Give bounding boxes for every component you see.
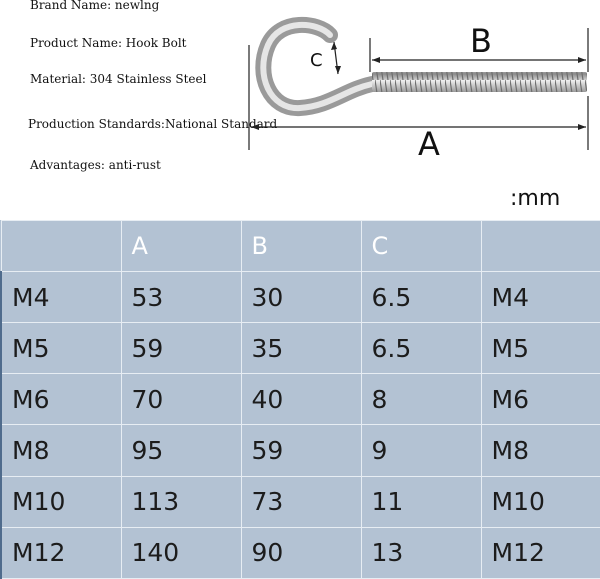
table-cell: M8 (480, 424, 600, 477)
table-cell: 59 (240, 424, 362, 477)
table-cell: 90 (240, 526, 362, 579)
table-row: M8 95 59 9 M8 (0, 424, 600, 477)
spec-product: Product Name: Hook Bolt (30, 36, 187, 50)
header-cell: A (120, 220, 242, 272)
table-row: M4 53 30 6.5 M4 (0, 270, 600, 324)
table-cell: 8 (360, 373, 482, 426)
dimension-c-label: C (310, 50, 323, 71)
dimension-a-label: A (418, 125, 440, 163)
header-cell (0, 220, 122, 272)
table-cell: 35 (240, 322, 362, 375)
header-cell: C (360, 220, 482, 272)
dimension-b-label: B (470, 22, 492, 60)
spec-brand: Brand Name: newlng (30, 0, 160, 12)
spec-advantages: Advantages: anti-rust (30, 158, 161, 172)
table-cell: M6 (480, 373, 600, 426)
table-row: M5 59 35 6.5 M5 (0, 322, 600, 375)
hook-bolt-diagram (248, 17, 589, 150)
table-row: M6 70 40 8 M6 (0, 373, 600, 426)
table-cell: M4 (0, 270, 122, 324)
spec-standard: Production Standards:National Standard (28, 117, 278, 131)
table-cell: M5 (480, 322, 600, 375)
table-cell: M12 (0, 526, 122, 579)
table-cell: M10 (480, 475, 600, 528)
table-header-row: A B C (0, 220, 600, 272)
table-cell: 40 (240, 373, 362, 426)
table-cell: 11 (360, 475, 482, 528)
table-cell: 30 (240, 270, 362, 324)
table-cell: 140 (120, 526, 242, 579)
spec-material: Material: 304 Stainless Steel (30, 72, 207, 86)
table-cell: 73 (240, 475, 362, 528)
table-cell: M6 (0, 373, 122, 426)
table-cell: 70 (120, 373, 242, 426)
unit-label: :mm (510, 186, 561, 211)
table-cell: M10 (0, 475, 122, 528)
table-cell: 6.5 (360, 322, 482, 375)
table-cell: 9 (360, 424, 482, 477)
table-cell: 6.5 (360, 270, 482, 324)
header-cell: B (240, 220, 362, 272)
thread-shank (372, 72, 587, 92)
table-cell: 13 (360, 526, 482, 579)
table-cell: M5 (0, 322, 122, 375)
table-cell: M8 (0, 424, 122, 477)
table-row: M12 140 90 13 M12 (0, 526, 600, 579)
table-row: M10 113 73 11 M10 (0, 475, 600, 528)
table-cell: 95 (120, 424, 242, 477)
table-cell: M12 (480, 526, 600, 579)
header-cell (480, 220, 600, 272)
table-cell: 113 (120, 475, 242, 528)
table-cell: 59 (120, 322, 242, 375)
table-cell: M4 (480, 270, 600, 324)
table-cell: 53 (120, 270, 242, 324)
size-table: A B C M4 53 30 6.5 M4 M5 59 35 6.5 M5 M6… (0, 220, 600, 579)
